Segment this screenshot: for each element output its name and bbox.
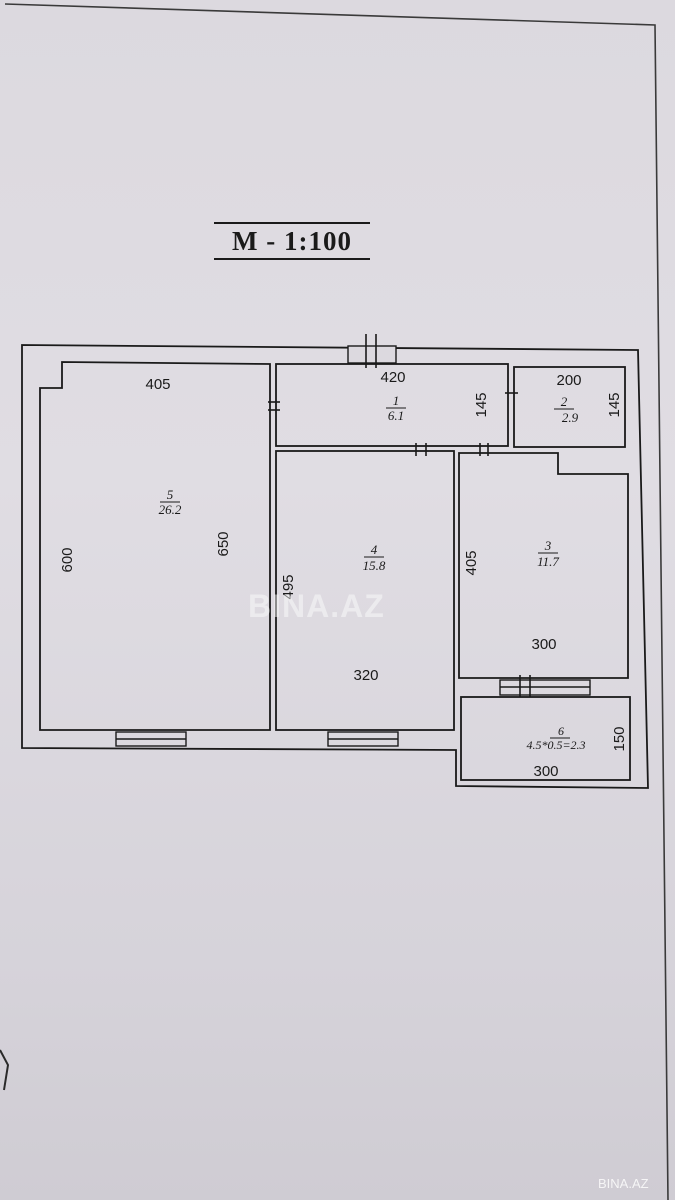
room-2-outline — [513, 366, 626, 448]
room-1-outline — [275, 363, 509, 447]
watermark: BINA.AZ — [248, 588, 385, 624]
room-4-length: 495 — [280, 574, 297, 599]
room-2-width: 200 — [556, 372, 581, 389]
room-4-area: 15.8 — [363, 558, 386, 573]
room-3-width: 300 — [531, 636, 556, 653]
entrance-door — [347, 345, 397, 364]
room-5-area: 26.2 — [159, 502, 182, 517]
room-4-number: 4 — [371, 542, 378, 557]
room-5-outline — [39, 361, 271, 731]
room-3-number: 3 — [544, 538, 552, 553]
room-3-outline — [458, 452, 629, 679]
room-1-number: 1 — [393, 393, 400, 408]
room-4-outline — [275, 450, 455, 731]
room-1-width: 420 — [380, 369, 405, 386]
room-5-right-length: 650 — [215, 531, 232, 556]
room-6-outline — [460, 696, 631, 781]
room-1-depth: 145 — [473, 392, 490, 417]
room-2-depth: 145 — [606, 392, 623, 417]
room-2-area: 2.9 — [562, 410, 579, 425]
room-6-area: 4.5*0.5=2.3 — [526, 738, 585, 752]
room-1-area: 6.1 — [388, 408, 404, 423]
room-6-width: 300 — [533, 763, 558, 780]
room-5-number: 5 — [167, 487, 174, 502]
room-3-length: 405 — [463, 550, 480, 575]
room-6-depth: 150 — [611, 726, 628, 751]
watermark-small: BINA.AZ — [598, 1176, 649, 1191]
room-3-area: 11.7 — [537, 554, 559, 569]
room-5-width: 405 — [145, 376, 170, 393]
room-4-width: 320 — [353, 667, 378, 684]
outer-wall — [21, 344, 649, 789]
room-5-left-length: 600 — [59, 547, 76, 572]
scale-title: M - 1:100 — [214, 222, 370, 260]
room-6-number: 6 — [558, 724, 564, 738]
room-2-number: 2 — [561, 394, 568, 409]
